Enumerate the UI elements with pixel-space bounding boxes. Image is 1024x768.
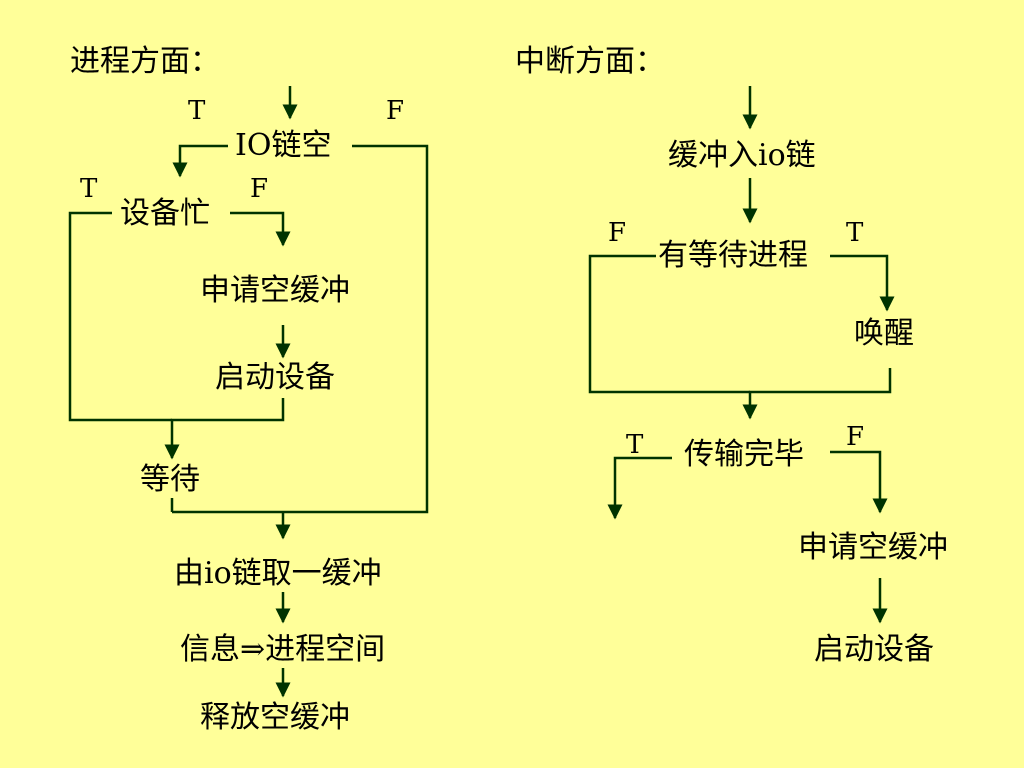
transfer-false-label: F	[846, 422, 865, 452]
waiting-process-node: 有等待进程	[656, 238, 810, 274]
release-buffer-node: 释放空缓冲	[198, 700, 352, 736]
transfer-false-branch	[830, 450, 888, 514]
device-busy-false-label: F	[250, 174, 269, 204]
start-device-merge	[164, 398, 285, 460]
wake-up-node: 唤醒	[852, 316, 916, 352]
start-device-node: 启动设备	[213, 360, 337, 396]
transfer-done-node: 传输完毕	[682, 437, 806, 473]
device-busy-false-branch	[230, 211, 291, 247]
waiting-process-true-branch	[830, 254, 895, 312]
wake-up-merge	[742, 368, 892, 420]
process-side-heading: 进程方面：	[68, 44, 222, 80]
io-empty-false-label: F	[386, 96, 405, 126]
io-empty-true-label: T	[188, 96, 206, 126]
io-empty-true-branch	[172, 144, 228, 178]
waiting-process-false-branch	[588, 254, 750, 394]
waiting-process-false-label: F	[608, 218, 627, 248]
device-busy-true-branch	[68, 211, 172, 422]
apply-buffer-node: 申请空缓冲	[198, 273, 352, 309]
waiting-process-true-label: T	[846, 218, 864, 248]
device-busy-true-label: T	[80, 174, 98, 204]
interrupt-side-heading: 中断方面：	[513, 44, 667, 80]
wait-node: 等待	[138, 462, 202, 498]
buffer-into-io-node: 缓冲入io链	[666, 138, 818, 174]
right-start-device-node: 启动设备	[812, 632, 936, 668]
io-empty-false-branch	[172, 144, 429, 514]
device-busy-node: 设备忙	[118, 196, 212, 232]
io-empty-node: IO链空	[233, 128, 334, 164]
take-buffer-node: 由io链取一缓冲	[172, 556, 384, 592]
transfer-true-label: T	[626, 430, 644, 460]
transfer-true-branch	[607, 456, 672, 520]
info-to-process-node: 信息⇒进程空间	[178, 632, 388, 668]
right-apply-buffer-node: 申请空缓冲	[796, 530, 950, 566]
